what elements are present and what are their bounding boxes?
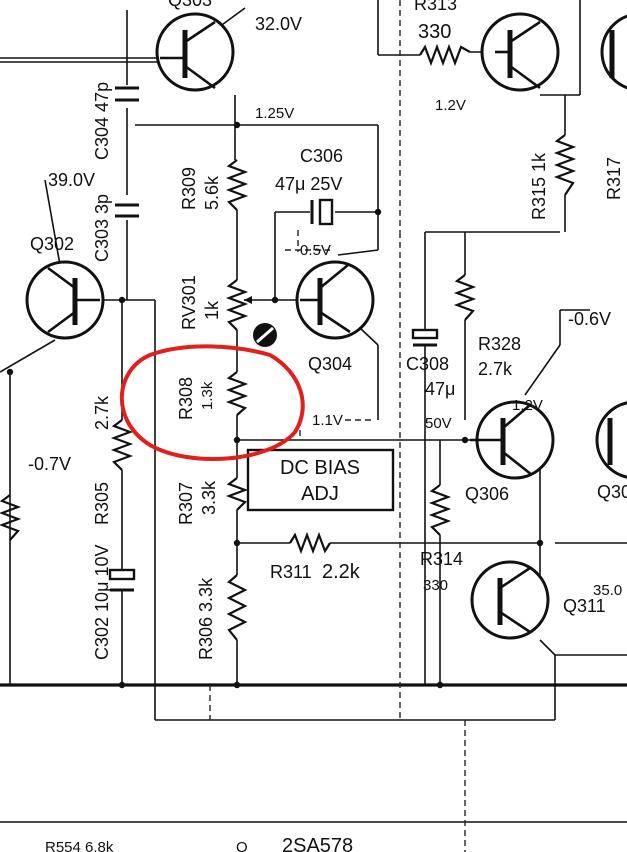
resistor-r308 [225, 371, 249, 416]
resistor-r309 [225, 159, 249, 211]
labels: Q302 Q304 Q306 Q311 Q30 Q303 32.0V 1.25V… [28, 0, 627, 852]
label-r314-value: 330 [423, 577, 448, 594]
label-r554: R554 6.8k [45, 839, 114, 852]
label-r313-ref: R313 [414, 0, 457, 14]
highlight-circle [119, 344, 305, 461]
transistor-q303 [155, 12, 235, 92]
label-r305-ref: R305 [92, 482, 112, 525]
label-c306-value: 47μ 25V [275, 174, 342, 194]
label-c303: C303 3p [92, 194, 112, 262]
label-r307-value: 3.3k [199, 480, 219, 515]
vertical-labels: C304 47p C303 3p R309 5.6k RV301 1k R308… [92, 82, 624, 660]
resistor-r306 [226, 574, 248, 641]
label-q311: Q311 [563, 596, 606, 616]
label-r308-value: 1.3k [199, 381, 216, 410]
resistor-r328 [453, 274, 477, 321]
transistor-q313 [480, 12, 560, 92]
voltage-32: 32.0V [255, 14, 302, 34]
label-rv301-value: 1k [202, 300, 222, 320]
label-q30: Q30 [597, 482, 627, 502]
dc-bias-line2: ADJ [301, 483, 339, 505]
dc-bias-line1: DC BIAS [280, 457, 360, 479]
label-c306-ref: C306 [300, 146, 343, 166]
resistor-r313 [419, 43, 471, 67]
capacitor-c304 [115, 86, 139, 102]
label-c308-value1: 47μ [425, 379, 455, 399]
label-r314-ref: R314 [420, 549, 463, 569]
dashed-wires [209, 0, 466, 852]
label-r308-ref: R308 [176, 377, 196, 420]
label-q306: Q306 [465, 484, 509, 504]
resistor-rv301[interactable] [225, 279, 252, 331]
resistor-r305 [110, 419, 134, 471]
voltage-11: 1.1V [312, 412, 343, 429]
label-r317: R317 [604, 157, 624, 200]
capacitor-c303 [115, 203, 139, 218]
capacitor-c302 [108, 568, 136, 592]
transistor-q304 [295, 260, 375, 340]
transistor-q302 [25, 260, 105, 340]
dc-bias-adj-box: DC BIAS ADJ [246, 448, 395, 512]
label-q302: Q302 [30, 234, 74, 254]
transistor-right-top-partial [600, 14, 627, 90]
resistor-r315 [553, 134, 577, 196]
voltage-12: 1.2V [435, 97, 466, 114]
label-r309-ref: R309 [179, 167, 199, 210]
label-r328-value: 2.7k [478, 359, 513, 379]
trimmer-knob-icon[interactable] [253, 323, 277, 347]
label-r328-ref: R328 [478, 334, 521, 354]
junction-dots [6, 121, 544, 689]
voltage-n06: -0.6V [568, 309, 611, 329]
label-r315: R315 1k [529, 152, 549, 220]
voltage-35: 35.0 [593, 582, 622, 599]
voltage-05: 0.5V [300, 242, 331, 259]
label-q304: Q304 [308, 354, 352, 374]
label-r311-ref: R311 [270, 562, 312, 582]
resistor-r311 [289, 531, 331, 555]
label-r306: R306 3.3k [196, 577, 216, 660]
transistor-q306 [470, 400, 555, 480]
label-r305-value: 2.7k [92, 395, 112, 430]
label-c304: C304 47p [92, 82, 112, 160]
resistor-left-edge [0, 494, 22, 541]
voltage-n07: -0.7V [28, 454, 71, 474]
voltage-12b: 1.2V [512, 397, 543, 414]
voltage-125: 1.25V [255, 105, 294, 122]
label-r313-value: 330 [418, 21, 451, 43]
label-c308-ref: C308 [406, 354, 449, 374]
resistor-r314 [428, 484, 452, 536]
transistor-right-mid-partial [595, 401, 627, 479]
footer-prefix: Q [236, 839, 248, 852]
label-r311-value: 2.2k [322, 561, 361, 583]
voltage-39: 39.0V [48, 170, 95, 190]
label-c302: C302 10μ 10V [92, 545, 112, 660]
resistor-r307 [225, 477, 249, 511]
capacitor-c308 [411, 328, 439, 347]
label-r309-value: 5.6k [202, 175, 222, 210]
label-r307-ref: R307 [176, 482, 196, 525]
label-c308-value2: 50V [425, 415, 452, 432]
transistor-q311 [470, 560, 550, 640]
capacitor-c306 [310, 198, 334, 226]
label-q303: Q303 [168, 0, 212, 10]
footer-part: 2SA578 [282, 835, 353, 852]
label-rv301-ref: RV301 [179, 275, 199, 330]
